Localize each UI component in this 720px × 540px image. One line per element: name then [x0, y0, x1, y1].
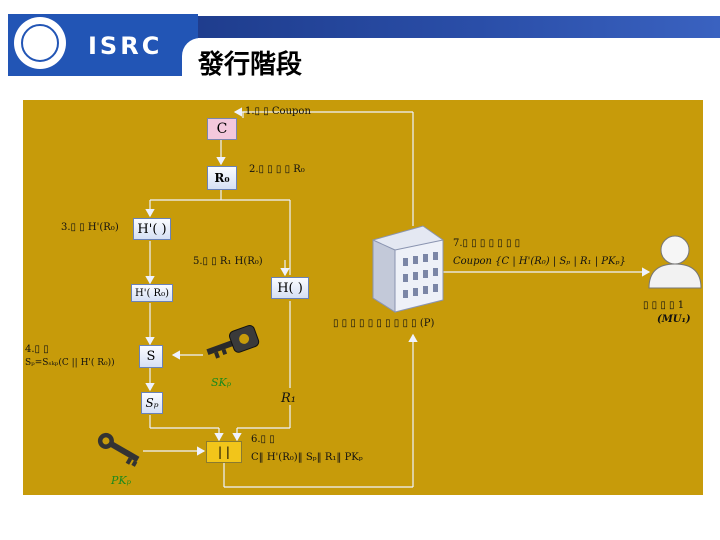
diagram-panel: C R₀ H'( ) H( ) H'( R₀) S Sₚ R₁ | | 1.▯ … [23, 100, 703, 495]
step7-title: 7.▯ ▯ ▯ ▯ ▯ ▯ ▯ [453, 238, 521, 249]
user-id: (MU₁) [657, 314, 691, 325]
step3-label: 3.▯ ▯ H'(R₀) [61, 222, 119, 233]
step4-formula: Sₚ=Sₛₖₚ(C || H'( R₀)) [25, 358, 115, 368]
step6-formula: C‖ H'(R₀)‖ Sₚ‖ R₁‖ PKₚ [251, 452, 363, 463]
logo-text: ISRC [88, 32, 163, 60]
user-icon [648, 235, 702, 289]
header-bar [182, 16, 720, 38]
title-tab [182, 38, 330, 88]
box-sp: Sₚ [141, 392, 163, 414]
publisher-label: ▯ ▯ ▯ ▯ ▯ ▯ ▯ ▯ ▯ ▯ (P) [333, 318, 435, 329]
step5-label: 5.▯ ▯ R₁ H(R₀) [193, 256, 263, 267]
sk-label: SKₚ [211, 376, 232, 389]
label-r1: R₁ [281, 391, 296, 406]
user-label: ▯ ▯ ▯ ▯ 1 [643, 300, 685, 311]
university-seal [14, 17, 66, 69]
box-s: S [139, 345, 163, 368]
step7-formula: Coupon {C | H'(R₀) | Sₚ | R₁ | PKₚ} [453, 256, 626, 267]
page-title: 發行階段 [198, 50, 303, 80]
step2-label: 2.▯ ▯ ▯ ▯ R₀ [249, 164, 305, 175]
box-hprime: H'( ) [133, 218, 171, 240]
box-hprime-r0: H'( R₀) [131, 284, 173, 302]
step1-label: 1.▯ ▯ Coupon [245, 106, 311, 117]
flow-arrows [97, 107, 702, 488]
private-key-icon [206, 325, 260, 359]
box-r0: R₀ [207, 166, 237, 190]
box-concat: | | [206, 441, 242, 463]
step6-title: 6.▯ ▯ [251, 434, 275, 445]
box-c: C [207, 118, 237, 140]
step4-title: 4.▯ ▯ [25, 344, 49, 355]
box-h: H( ) [271, 277, 309, 299]
public-key-icon [97, 432, 140, 467]
pk-label: PKₚ [111, 474, 132, 487]
server-icon [372, 225, 444, 313]
